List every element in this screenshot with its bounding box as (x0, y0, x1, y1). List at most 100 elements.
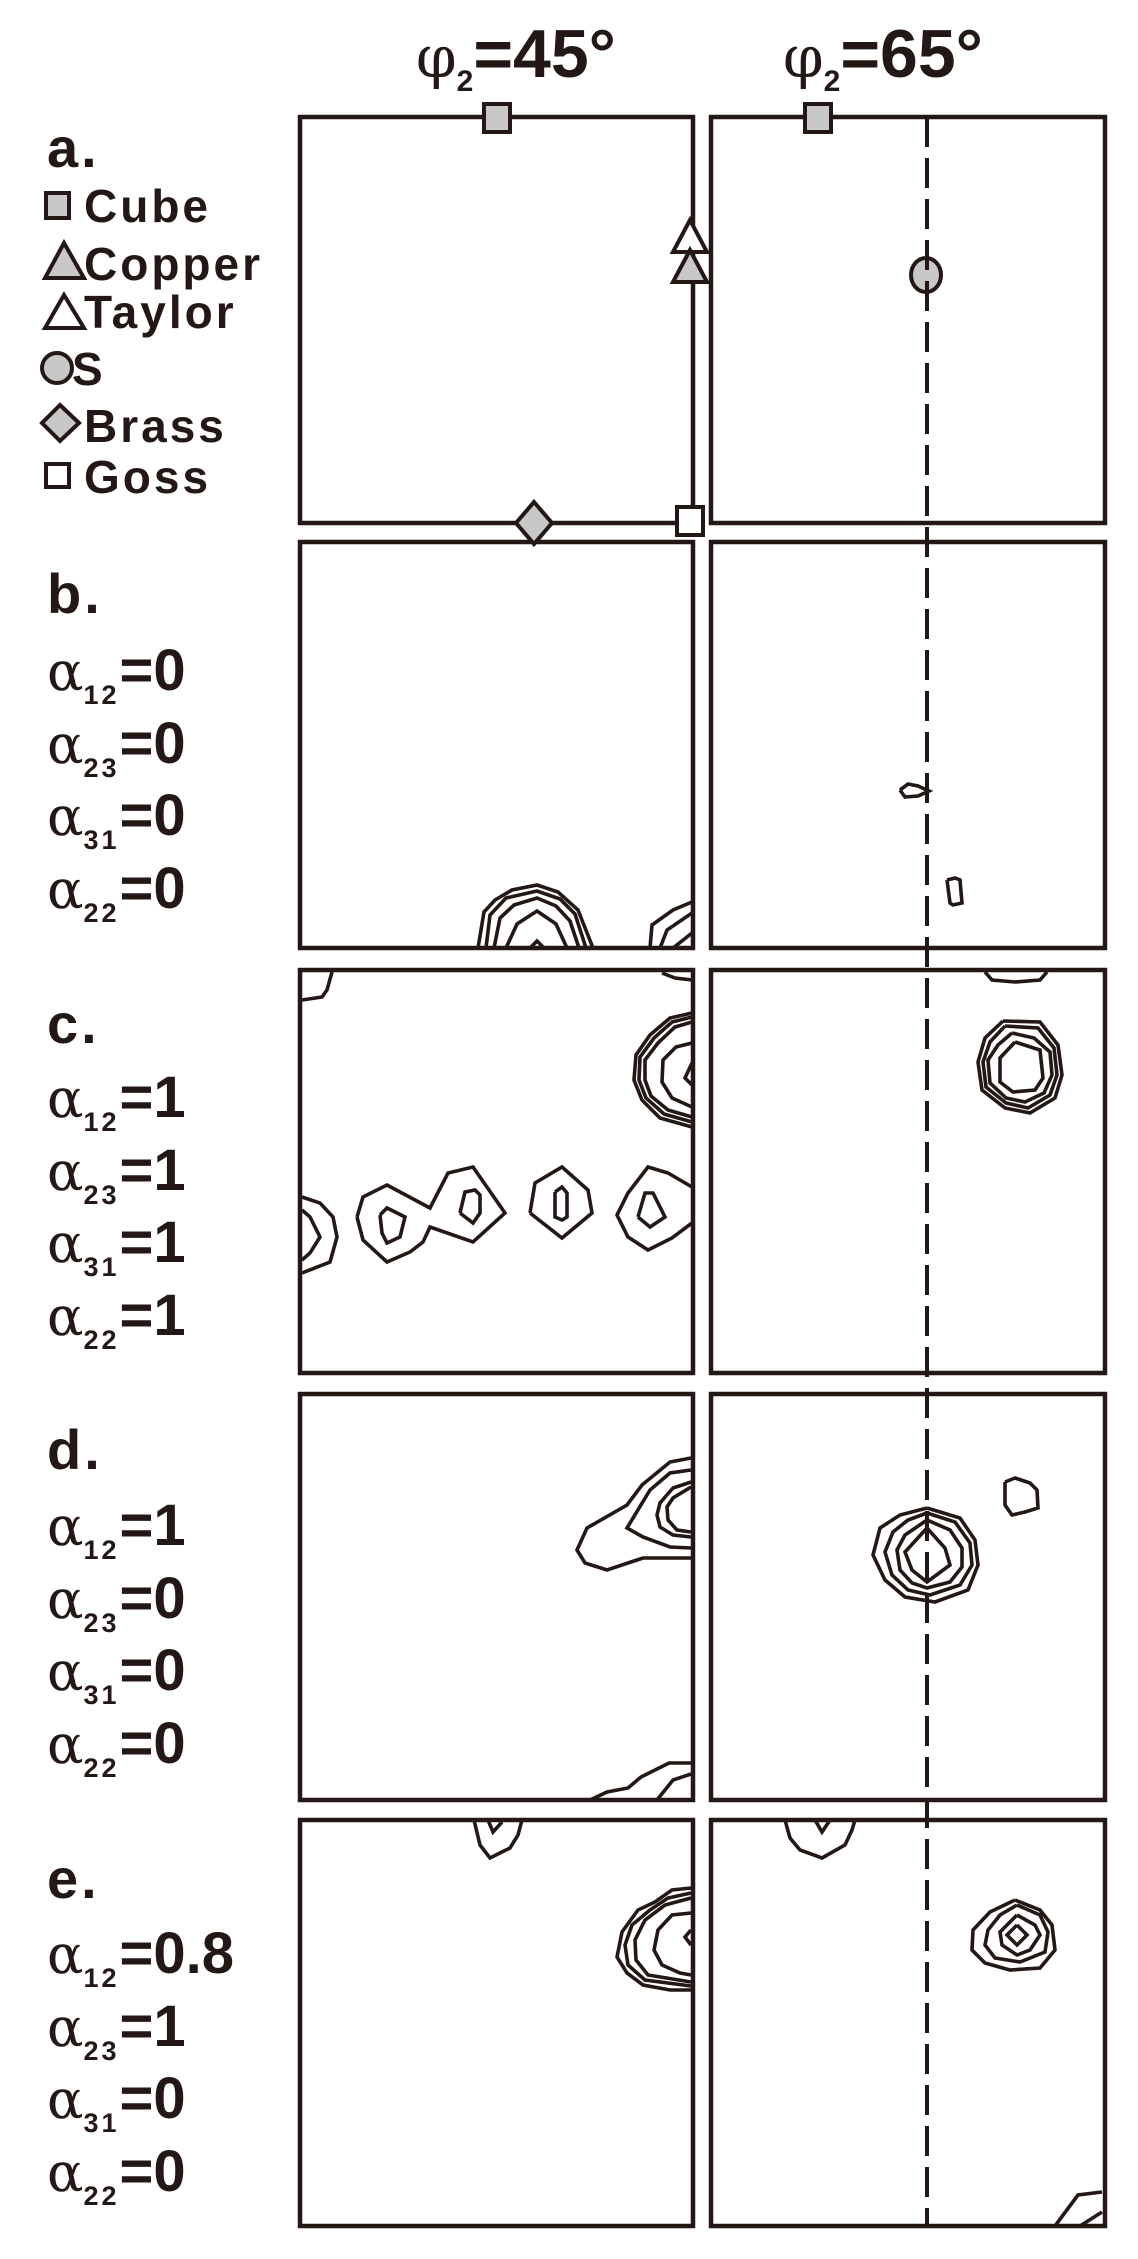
alpha-value: =1 (120, 1138, 186, 1203)
alpha-symbol: α (47, 2068, 83, 2131)
row-labels: b. α12=0 α23=0 α31=0 α22=0 c. α12=1 α23=… (47, 562, 234, 2211)
alpha-subscript: 22 (83, 898, 119, 928)
goss-marker-icon (675, 505, 705, 537)
contour-line (636, 1191, 668, 1230)
alpha-subscript: 23 (83, 1608, 119, 1638)
contour-line (682, 1062, 693, 1087)
alpha-symbol: α (47, 640, 83, 703)
alpha-value: =0 (120, 711, 186, 776)
legend-item-cube: Cube (44, 180, 211, 232)
alpha-symbol: α (47, 1996, 83, 2059)
param-alpha31: α31=0 (47, 783, 186, 855)
contour-line (633, 1896, 692, 1984)
param-alpha31: α31=0 (47, 1638, 186, 1710)
panel-b-left-contours (476, 883, 693, 948)
contour-line (484, 889, 588, 948)
alpha-value: =0 (120, 1638, 186, 1703)
alpha-symbol: α (47, 1568, 83, 1631)
alpha-symbol: α (47, 1495, 83, 1558)
panel-e-left-contours (472, 1820, 693, 1992)
contour-line (660, 1041, 693, 1109)
contour-line (981, 1024, 1059, 1110)
alpha-symbol: α (47, 1140, 83, 1203)
contour-line (998, 1040, 1045, 1094)
alpha-value: =0 (120, 2066, 186, 2131)
alpha-subscript: 23 (83, 1180, 119, 1210)
contour-line (983, 1903, 1050, 1964)
contour-line (655, 1480, 692, 1539)
triangle-outline-icon (41, 291, 88, 330)
alpha-symbol: α (47, 1212, 83, 1275)
legend-label: S (72, 343, 106, 395)
contour-line (648, 900, 693, 948)
cube-marker-icon (482, 102, 512, 134)
legend-label: Cube (84, 180, 211, 232)
contour-line (983, 970, 1049, 984)
alpha-value: =1 (120, 1994, 186, 2059)
panel-label-c: c. (47, 992, 100, 1055)
contour-line (671, 931, 693, 948)
alpha-subscript: 12 (83, 680, 119, 710)
phi-subscript: 2 (824, 65, 841, 98)
param-alpha23: α23=0 (47, 711, 186, 783)
ideal-orientation-markers (482, 102, 943, 548)
panel-label-b: b. (47, 562, 103, 625)
panel-e-left (297, 1817, 696, 2229)
alpha-subscript: 31 (83, 2108, 119, 2138)
alpha-subscript: 22 (83, 2181, 119, 2211)
contour-line (665, 1485, 692, 1534)
alpha-symbol: α (47, 1067, 83, 1130)
contour-lines (300, 782, 1103, 2226)
alpha-subscript: 23 (83, 753, 119, 783)
contour-line (589, 1761, 691, 1800)
contour-line (574, 1456, 692, 1572)
param-alpha23: α23=0 (47, 1566, 186, 1638)
param-alpha23: α23=1 (47, 1138, 186, 1210)
alpha-subscript: 12 (83, 1107, 119, 1137)
param-alpha12: α12=1 (47, 1493, 186, 1565)
panel-label-d: d. (47, 1418, 103, 1481)
triangle-filled-icon (41, 238, 88, 280)
square-outline-icon (44, 462, 71, 489)
contour-line (458, 1188, 482, 1226)
contour-line (301, 1195, 339, 1275)
contour-line (945, 876, 964, 907)
contour-line (476, 883, 595, 948)
param-alpha31: α31=0 (47, 2066, 186, 2138)
panel-b-right (708, 539, 1108, 951)
contour-line (1053, 2190, 1103, 2226)
phi-subscript: 2 (457, 65, 474, 98)
panel-a-left (297, 114, 696, 526)
contour-line (301, 971, 334, 1002)
panel-c-left (297, 967, 696, 1376)
alpha-subscript: 31 (83, 1680, 119, 1710)
panel-c-left-contours (300, 971, 693, 1275)
contour-line (624, 1468, 692, 1550)
panel-a-right (708, 114, 1108, 526)
contour-line (492, 896, 581, 948)
panel-label-e: e. (47, 1847, 100, 1910)
contour-line (970, 1898, 1057, 1972)
contour-line (976, 1019, 1064, 1115)
contour-line (623, 1891, 692, 1988)
contour-line (1079, 2210, 1103, 2226)
panel-e-right (708, 1817, 1108, 2229)
contour-line (883, 1511, 974, 1597)
contour-line (1003, 1476, 1040, 1518)
panel-label-a: a. (47, 116, 100, 179)
square-filled-icon (44, 191, 71, 220)
alpha-symbol: α (47, 1640, 83, 1703)
alpha-subscript: 12 (83, 1535, 119, 1565)
param-alpha12: α12=0 (47, 638, 186, 710)
contour-line (528, 938, 546, 948)
contour-line (658, 911, 693, 948)
legend: a. Cube Copper Taylor S Brass Goss (39, 116, 263, 503)
legend-label: Brass (84, 400, 227, 452)
alpha-value: =1 (120, 1283, 186, 1348)
brass-marker-icon (513, 498, 555, 548)
legend-label: Copper (84, 238, 263, 290)
param-alpha22: α22=0 (47, 1711, 186, 1783)
diamond-filled-icon (39, 402, 82, 444)
alpha-subscript: 31 (83, 1252, 119, 1282)
